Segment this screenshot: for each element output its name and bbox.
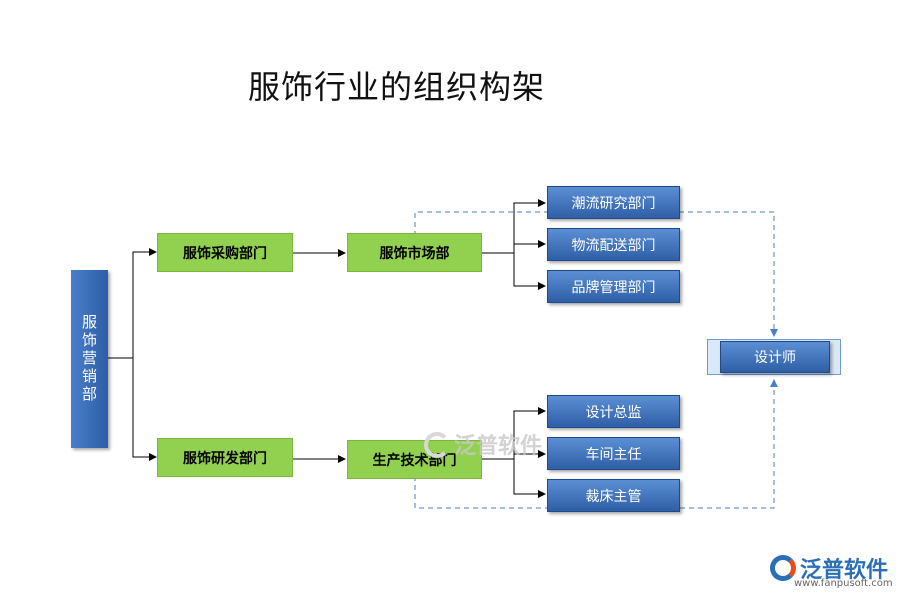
node-design-director: 设计总监 xyxy=(547,395,680,428)
node-trend-research-label: 潮流研究部门 xyxy=(571,195,656,212)
node-workshop-director-label: 车间主任 xyxy=(585,446,642,463)
root-node-marketing: 服饰营销部 xyxy=(71,270,108,448)
node-rnd-label: 服饰研发部门 xyxy=(183,450,267,467)
node-production: 生产技术部门 xyxy=(347,440,482,479)
node-brand-management: 品牌管理部门 xyxy=(547,270,680,303)
node-logistics-label: 物流配送部门 xyxy=(571,237,656,254)
node-design-director-label: 设计总监 xyxy=(585,404,642,421)
diagram-title: 服饰行业的组织构架 xyxy=(248,68,546,106)
node-trend-research: 潮流研究部门 xyxy=(547,186,680,219)
node-market-label: 服饰市场部 xyxy=(379,245,450,262)
node-designer: 设计师 xyxy=(720,341,830,373)
logo-url: www.fanpusoft.com xyxy=(794,578,893,589)
logo-icon xyxy=(770,555,796,581)
root-node-label: 服饰营销部 xyxy=(80,314,98,404)
node-brand-management-label: 品牌管理部门 xyxy=(571,279,656,296)
node-designer-label: 设计师 xyxy=(754,350,796,366)
watermark-icon xyxy=(424,432,450,458)
node-procurement: 服饰采购部门 xyxy=(157,233,293,272)
company-logo: 泛普软件 xyxy=(770,552,888,584)
logo-name: 泛普软件 xyxy=(800,558,889,583)
node-cutting-supervisor-label: 裁床主管 xyxy=(585,488,642,505)
node-procurement-label: 服饰采购部门 xyxy=(183,245,267,262)
watermark-text: 泛普软件 xyxy=(454,434,543,459)
node-cutting-supervisor: 裁床主管 xyxy=(547,479,680,512)
node-market: 服饰市场部 xyxy=(347,233,482,272)
node-workshop-director: 车间主任 xyxy=(547,437,680,470)
node-logistics: 物流配送部门 xyxy=(547,228,680,261)
node-rnd: 服饰研发部门 xyxy=(157,438,293,477)
